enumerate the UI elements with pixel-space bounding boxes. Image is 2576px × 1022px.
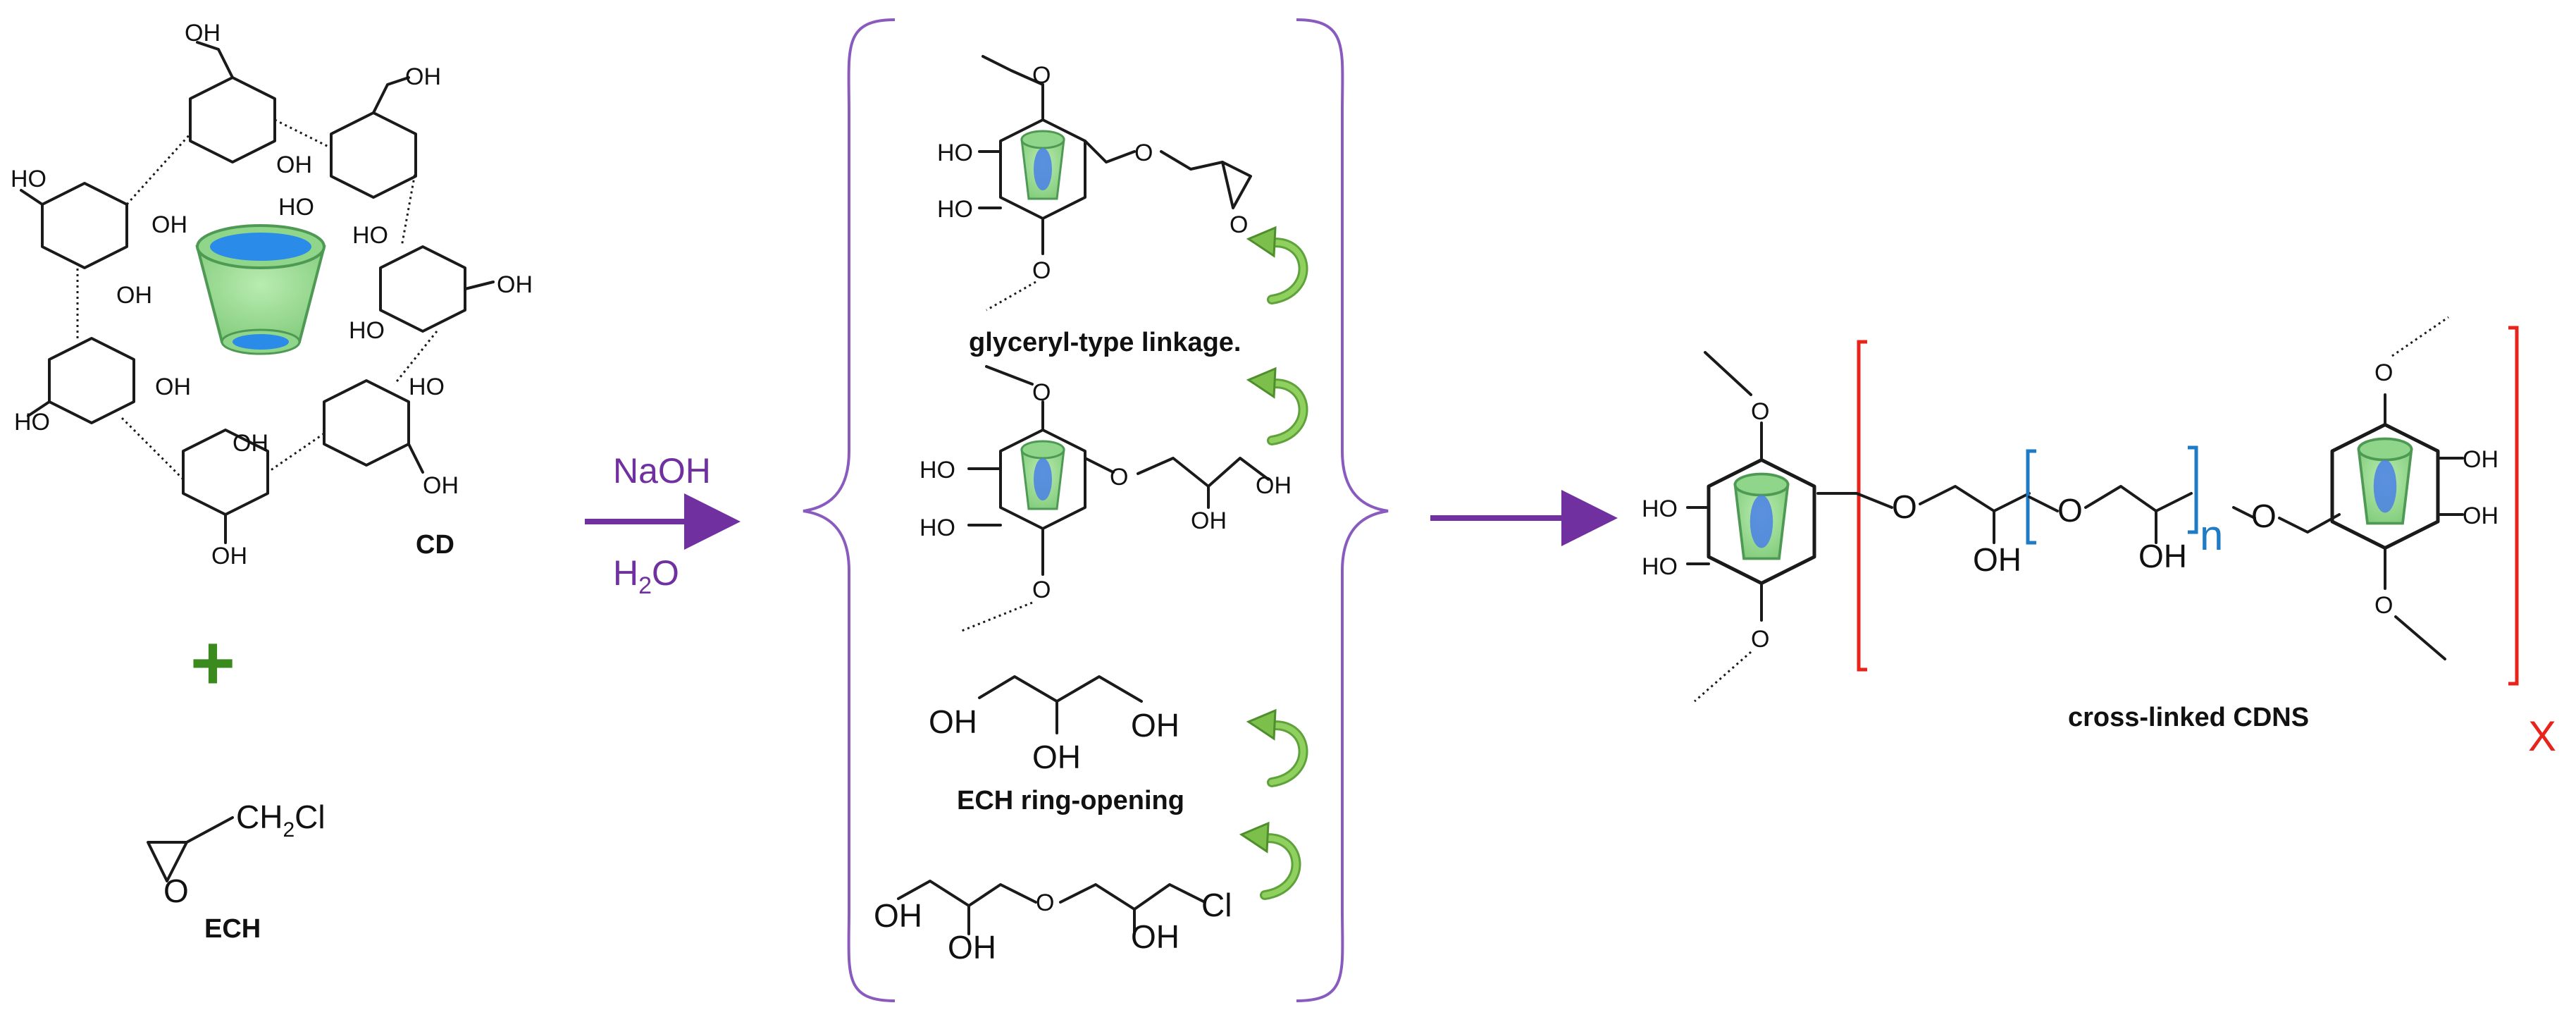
cd-label: CD (416, 530, 454, 560)
chloro-cl: Cl (1201, 887, 1232, 923)
cd-oh-label: OH (155, 374, 191, 400)
cd-oh-label: OH (405, 63, 441, 90)
mechanism-glycerol: OH OH OH (929, 675, 1179, 775)
curved-arrow-icon (1241, 823, 1296, 895)
repeat-n-label: n (2200, 512, 2223, 559)
cd-ho-label: HO (14, 409, 50, 436)
cd-oh-label: OH (497, 271, 533, 298)
mech2-o-bottom: O (1032, 577, 1051, 603)
curved-arrow-icon (1249, 710, 1304, 782)
cd-oh-label: OH (233, 430, 268, 457)
mech1-o-ether: O (1134, 140, 1153, 166)
ech-structure: O CH2Cl ECH (147, 799, 326, 944)
prod-left-o-top: O (1751, 398, 1769, 425)
cd-glucose-ring (20, 41, 495, 544)
mech1-epoxide-o: O (1230, 211, 1248, 238)
prod-right-o-top: O (2374, 359, 2393, 386)
repeat-x-label: X (2528, 713, 2556, 760)
mech2-oh-2: OH (1256, 472, 1292, 499)
glycerol-oh-3: OH (1131, 707, 1179, 744)
cd-ho-label: HO (349, 317, 385, 344)
product-right-unit: O OH OH O (2332, 316, 2498, 660)
cd-ho-label: HO (409, 374, 445, 400)
curved-arrow-icon (1249, 369, 1304, 441)
label-ech-ring-opening: ECH ring-opening (957, 786, 1184, 815)
curved-arrow-icon (1249, 228, 1304, 300)
mechanism-structure-1: O HO HO O O O (937, 55, 1252, 312)
product-structure: O HO HO O O OH O OH n O (1642, 316, 2556, 760)
reagent-h2o: H2O (613, 553, 679, 599)
chloro-oh-3: OH (1131, 918, 1179, 955)
mech1-o-top: O (1032, 62, 1051, 89)
mech2-ho-label: HO (919, 515, 955, 541)
glycerol-oh-1: OH (929, 703, 977, 740)
mech1-ho-label: HO (937, 140, 973, 166)
chloro-oh-1: OH (874, 897, 922, 934)
glycerol-oh-2: OH (1032, 739, 1081, 775)
left-curly-brace (803, 18, 896, 1002)
prod-chain-o-1: O (1892, 488, 1917, 525)
prod-right-oh-1: OH (2463, 446, 2498, 473)
mech2-o-top: O (1032, 379, 1051, 406)
cd-ho-label: HO (352, 222, 388, 249)
repeat-bracket-right (2508, 326, 2519, 686)
prod-left-ho-2: HO (1642, 553, 1678, 580)
product-left-unit: O HO HO O (1642, 351, 1814, 703)
label-glyceryl-linkage: glyceryl-type linkage. (969, 328, 1241, 357)
prod-chain-o-3: O (2251, 498, 2277, 534)
prod-chain-oh-1: OH (1973, 541, 2021, 578)
mech2-o-ether: O (1110, 464, 1128, 491)
reagent-naoh: NaOH (613, 451, 711, 491)
cd-oh-label: OH (185, 20, 221, 47)
cd-oh-label: OH (423, 472, 459, 499)
prod-right-oh-2: OH (2463, 503, 2498, 529)
prod-chain-oh-2: OH (2138, 538, 2187, 574)
repeat-bracket-left (1857, 340, 1867, 672)
chloro-oh-2: OH (948, 929, 996, 966)
prod-left-ho-1: HO (1642, 495, 1678, 522)
mechanism-structure-2: O HO HO O OH OH O (919, 365, 1292, 632)
mech1-ho-label: HO (937, 196, 973, 223)
mechanism-chlorohydrin: O OH OH OH Cl (874, 880, 1232, 966)
cd-cone-icon (195, 224, 326, 355)
reaction-conditions: NaOH H2O (585, 451, 741, 599)
plus-icon: + (190, 620, 235, 706)
cd-ho-label: HO (11, 166, 47, 192)
cd-oh-label: OH (276, 152, 312, 178)
cd-oh-label: OH (211, 543, 247, 570)
mech2-oh-1: OH (1191, 507, 1227, 534)
ech-label: ECH (204, 914, 261, 944)
cyclodextrin-structure: OH OH OH HO HO OH HO HO OH OH OH OH HO O… (11, 20, 533, 570)
cd-oh-label: OH (151, 211, 187, 238)
right-curly-brace (1296, 18, 1389, 1002)
product-label: cross-linked CDNS (2068, 703, 2309, 732)
inner-bracket-right (2188, 445, 2198, 534)
mech1-o-bottom: O (1032, 257, 1051, 284)
prod-right-o-bottom: O (2374, 592, 2393, 619)
chloro-o-ether: O (1036, 889, 1054, 916)
ech-epoxide-o: O (163, 873, 189, 909)
ech-ch2cl-label: CH2Cl (236, 799, 326, 842)
cd-oh-label: OH (116, 282, 152, 309)
cd-ho-label: HO (278, 194, 314, 221)
prod-chain-o-2: O (2057, 492, 2083, 529)
prod-left-o-bottom: O (1751, 626, 1769, 653)
mech2-ho-label: HO (919, 457, 955, 484)
